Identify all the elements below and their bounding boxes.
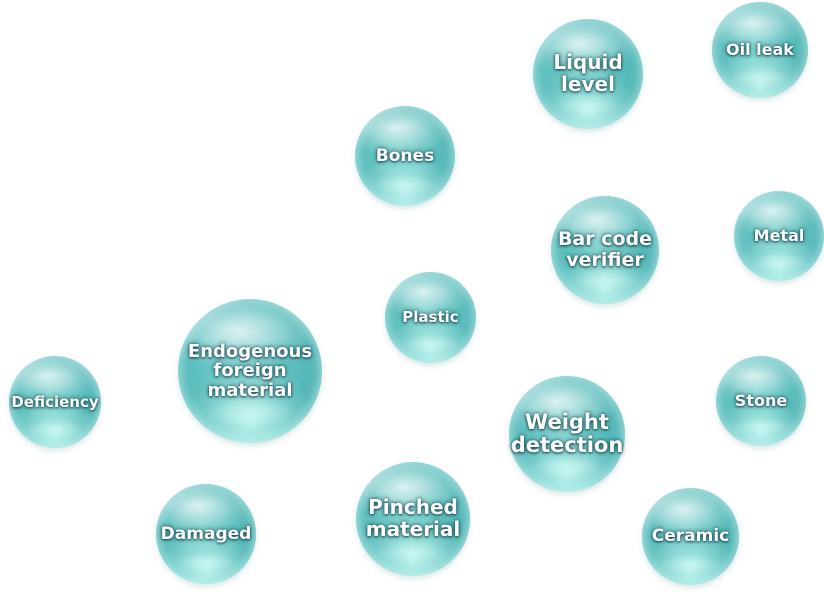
bubble-weight-detection: Weight detection xyxy=(509,376,625,492)
bubble-oil-leak: Oil leak xyxy=(712,2,808,98)
bubble-label: Metal xyxy=(753,226,805,246)
bubble-bones: Bones xyxy=(355,106,455,206)
bubble-label: Ceramic xyxy=(651,526,730,547)
bubble-label: Damaged xyxy=(160,523,252,544)
bubble-endogenous-foreign-material: Endogenous foreign material xyxy=(178,299,322,443)
bubble-damaged: Damaged xyxy=(156,484,256,584)
bubble-bar-code-verifier: Bar code verifier xyxy=(551,196,659,304)
bubble-liquid-level: Liquid level xyxy=(533,19,643,129)
bubble-label: Weight detection xyxy=(510,410,624,457)
bubble-deficiency: Deficiency xyxy=(9,356,101,448)
bubble-label: Bar code verifier xyxy=(557,228,653,271)
bubble-label: Bones xyxy=(375,145,435,166)
bubble-label: Endogenous foreign material xyxy=(187,340,313,401)
bubble-plastic: Plastic xyxy=(385,272,476,363)
bubble-label: Deficiency xyxy=(11,392,99,411)
bubble-ceramic: Ceramic xyxy=(642,488,739,585)
bubble-pinched-material: Pinched material xyxy=(356,462,470,576)
bubble-stone: Stone xyxy=(716,356,806,446)
bubble-metal: Metal xyxy=(734,191,824,281)
bubble-label: Oil leak xyxy=(726,40,794,60)
bubble-label: Plastic xyxy=(402,308,459,327)
bubble-label: Stone xyxy=(734,391,788,411)
bubble-label: Pinched material xyxy=(365,495,461,541)
bubble-label: Liquid level xyxy=(553,50,623,96)
